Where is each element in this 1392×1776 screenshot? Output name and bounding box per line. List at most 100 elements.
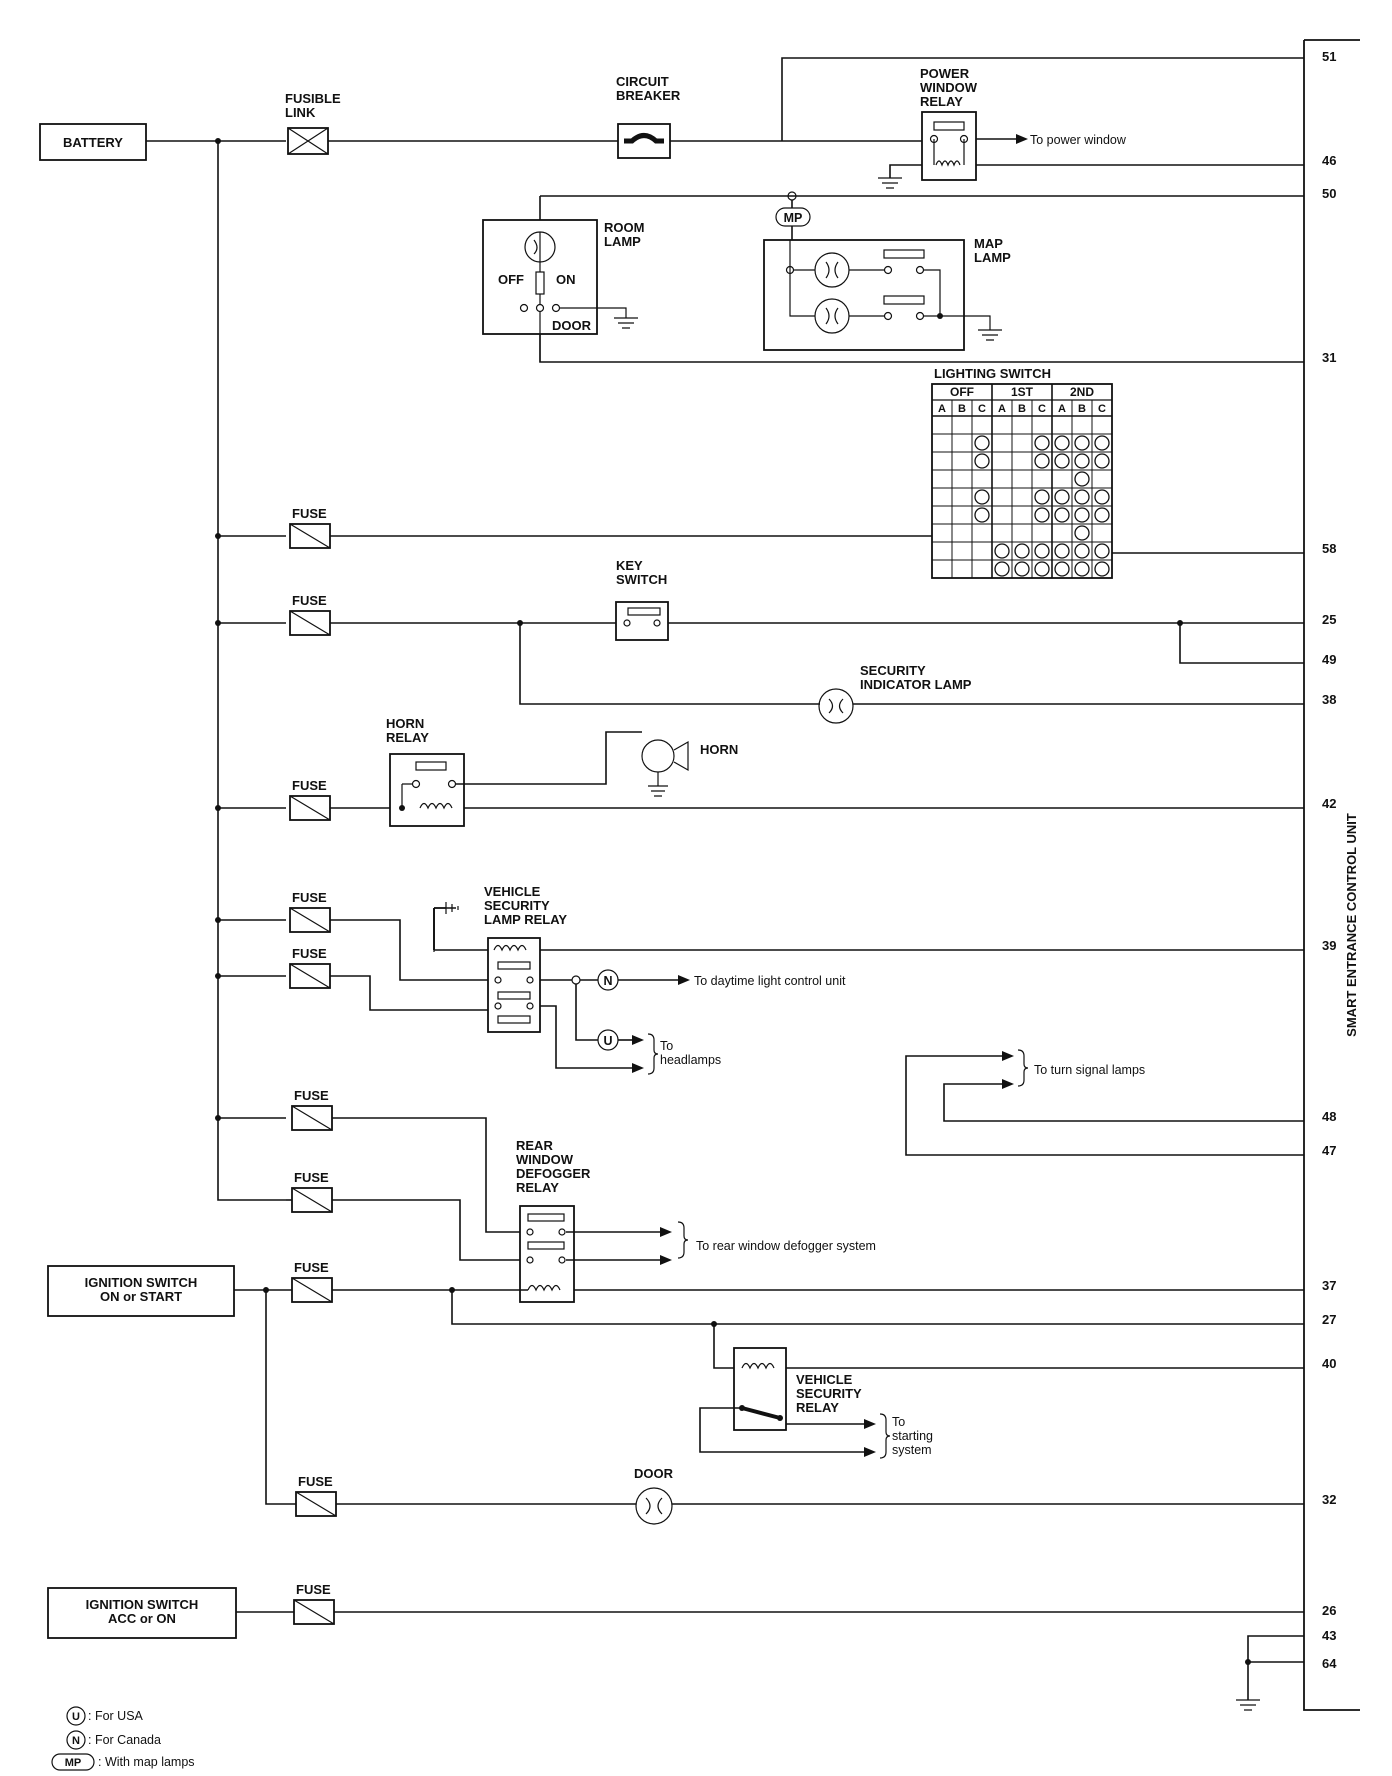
power-window-relay-label-2: WINDOW (920, 80, 978, 95)
fuse-9: FUSE (295, 1474, 337, 1517)
ls-col-3: A (998, 403, 1006, 415)
door-switch-label: DOOR (634, 1466, 674, 1481)
door-switch: DOOR (634, 1466, 674, 1525)
circuit-breaker-label-2: BREAKER (616, 88, 681, 103)
ls-group-2: 2ND (1070, 385, 1094, 399)
ls-contact (1034, 507, 1050, 523)
legend-n-mark: N (72, 1735, 80, 1747)
ls-contact (974, 453, 990, 469)
vehicle-security-lamp-relay-label-1: VEHICLE (484, 884, 541, 899)
ls-col-1: B (958, 403, 966, 415)
pin-49: 49 (1322, 652, 1336, 667)
ls-contact (974, 507, 990, 523)
to-rear-defogger-text: To rear window defogger system (696, 1239, 876, 1253)
mp-marker: MP (775, 207, 811, 227)
power-window-relay: POWER WINDOW RELAY (920, 66, 978, 181)
room-lamp: OFF ON DOOR ROOM LAMP (482, 219, 644, 362)
pin-26: 26 (1322, 1603, 1336, 1618)
pin-43: 43 (1322, 1628, 1336, 1643)
power-window-relay-label-3: RELAY (920, 94, 963, 109)
pin-37: 37 (1322, 1278, 1336, 1293)
rear-defogger-label-2: WINDOW (516, 1152, 574, 1167)
ls-contact (1074, 489, 1090, 505)
room-lamp-door: DOOR (552, 318, 592, 333)
security-indicator-lamp: SECURITY INDICATOR LAMP (818, 663, 972, 724)
vehicle-security-relay-label-2: SECURITY (796, 1386, 862, 1401)
ls-contact (1054, 561, 1070, 577)
fuse-6-label: FUSE (294, 1088, 329, 1103)
key-switch-label-1: KEY (616, 558, 643, 573)
ignition-switch-on-start: IGNITION SWITCH ON or START (47, 1265, 235, 1317)
ls-contact (994, 561, 1010, 577)
legend: U : For USA N : For Canada MP : With map… (51, 1706, 195, 1771)
pin-25: 25 (1322, 612, 1336, 627)
ls-contact (1074, 453, 1090, 469)
ls-contact (1054, 489, 1070, 505)
ls-contact (1074, 471, 1090, 487)
pin-48: 48 (1322, 1109, 1336, 1124)
fuse-10-label: FUSE (296, 1582, 331, 1597)
control-unit: SMART ENTRANCE CONTROL UNIT (1303, 39, 1360, 1711)
fuse-10: FUSE (293, 1582, 335, 1625)
pin-40: 40 (1322, 1356, 1336, 1371)
pin-31: 31 (1322, 350, 1336, 365)
rear-defogger-label-1: REAR (516, 1138, 553, 1153)
ls-contact (1054, 435, 1070, 451)
to-headlamps-text-2: headlamps (660, 1053, 721, 1067)
to-turn-signal-text: To turn signal lamps (1034, 1063, 1145, 1077)
fuse-5-label: FUSE (292, 946, 327, 961)
fuse-1-label: FUSE (292, 506, 327, 521)
rear-window-defogger-relay: REAR WINDOW DEFOGGER RELAY (516, 1138, 591, 1303)
legend-n-text: : For Canada (88, 1733, 161, 1747)
to-starting-text-1: To (892, 1415, 905, 1429)
vehicle-security-lamp-relay-label-2: SECURITY (484, 898, 550, 913)
ls-contact (1054, 543, 1070, 559)
horn: HORN (641, 739, 738, 797)
ls-contact (1094, 507, 1110, 523)
room-lamp-off: OFF (498, 272, 524, 287)
fusible-link: FUSIBLE LINK (285, 91, 341, 155)
fuse-8-label: FUSE (294, 1260, 329, 1275)
vehicle-security-lamp-relay-label-3: LAMP RELAY (484, 912, 567, 927)
ls-contact (1074, 525, 1090, 541)
ignition-on-start-label-1: IGNITION SWITCH (85, 1275, 198, 1290)
ignition-acc-on-label-2: ACC or ON (108, 1611, 176, 1626)
legend-mp-mark: MP (65, 1757, 82, 1769)
u-marker-text: U (603, 1034, 612, 1048)
key-switch-label-2: SWITCH (616, 572, 667, 587)
fuse-4: FUSE (289, 890, 331, 933)
fuse-5: FUSE (289, 946, 331, 989)
ls-contact (1054, 507, 1070, 523)
ls-contact (1094, 453, 1110, 469)
horn-relay-label-2: RELAY (386, 730, 429, 745)
ls-contact (974, 489, 990, 505)
ls-contact (1094, 561, 1110, 577)
fuse-8: FUSE (291, 1260, 333, 1303)
pin-46: 46 (1322, 153, 1336, 168)
to-power-window-text: To power window (1030, 133, 1127, 147)
fuse-6: FUSE (291, 1088, 333, 1131)
vehicle-security-lamp-relay: VEHICLE SECURITY LAMP RELAY (484, 884, 567, 1033)
map-lamp-label-2: LAMP (974, 250, 1011, 265)
security-indicator-label-1: SECURITY (860, 663, 926, 678)
ls-col-8: C (1098, 403, 1106, 415)
ls-col-4: B (1018, 403, 1026, 415)
mp-marker-text: MP (784, 211, 803, 225)
circuit-breaker: CIRCUIT BREAKER (616, 74, 681, 159)
ls-col-0: A (938, 403, 946, 415)
key-switch: KEY SWITCH (615, 558, 669, 641)
pin-42: 42 (1322, 796, 1336, 811)
battery-label: BATTERY (63, 135, 123, 150)
ls-col-6: A (1058, 403, 1066, 415)
legend-u-text: : For USA (88, 1709, 144, 1723)
ls-contact (1074, 435, 1090, 451)
fuse-2: FUSE (289, 593, 331, 636)
ls-contact (1074, 543, 1090, 559)
fusible-link-label-1: FUSIBLE (285, 91, 341, 106)
fusible-link-label-2: LINK (285, 105, 316, 120)
rear-defogger-label-3: DEFOGGER (516, 1166, 591, 1181)
ls-contact (1094, 543, 1110, 559)
fuse-2-label: FUSE (292, 593, 327, 608)
circuit-breaker-label-1: CIRCUIT (616, 74, 669, 89)
